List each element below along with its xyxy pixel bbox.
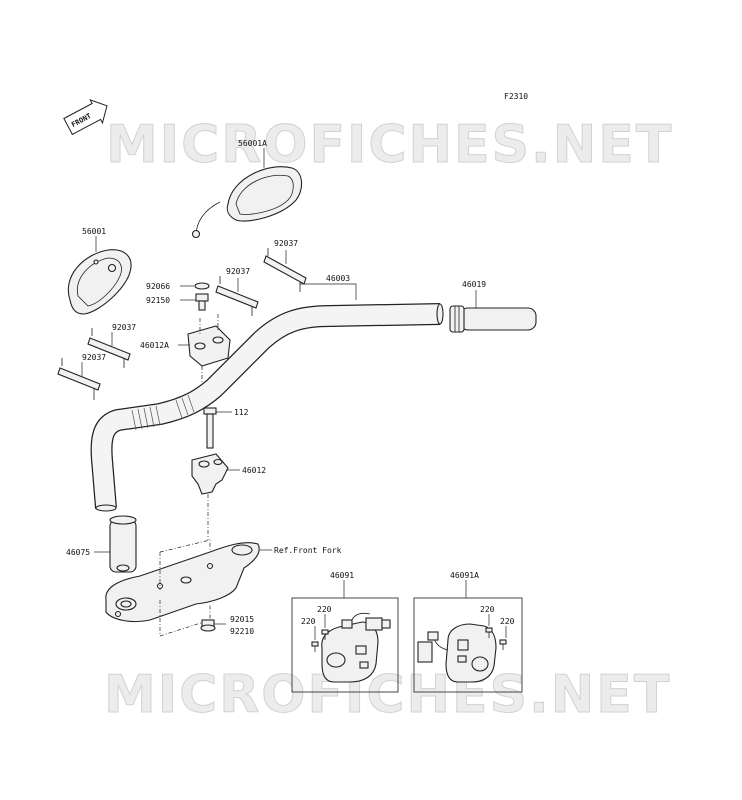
label-46091A: 46091A bbox=[450, 571, 479, 580]
label-92015: 92015 bbox=[230, 615, 254, 624]
label-46012: 46012 bbox=[242, 466, 266, 475]
label-220-l2: 220 bbox=[500, 617, 515, 626]
fork-bracket bbox=[105, 542, 260, 623]
bolt-92150 bbox=[195, 293, 209, 311]
holder-92037-left-lower bbox=[57, 358, 101, 400]
holder-92037-top-right bbox=[263, 248, 307, 292]
label-92150: 92150 bbox=[146, 296, 170, 305]
holder-92037-left-upper bbox=[87, 328, 131, 368]
fork-reference-label: Ref.Front Fork bbox=[274, 546, 342, 555]
figure-code: F2310 bbox=[504, 92, 528, 101]
watermark-top: MICROFICHES.NET bbox=[106, 115, 673, 175]
bolt-112 bbox=[203, 407, 217, 449]
label-112: 112 bbox=[234, 408, 249, 417]
holder-92037-mid bbox=[215, 276, 259, 316]
label-46003: 46003 bbox=[326, 274, 350, 283]
mirror-right bbox=[191, 166, 303, 239]
grip-right-46019 bbox=[449, 305, 537, 333]
label-92037-c: 92037 bbox=[112, 323, 136, 332]
holder-lower-46012 bbox=[191, 453, 229, 495]
washer-92066 bbox=[194, 282, 210, 290]
label-46075: 46075 bbox=[66, 548, 90, 557]
screw-220-r2 bbox=[311, 641, 319, 652]
mirror-left bbox=[67, 249, 132, 315]
label-56001A: 56001A bbox=[238, 139, 267, 148]
label-56001: 56001 bbox=[82, 227, 106, 236]
label-92210: 92210 bbox=[230, 627, 254, 636]
label-46012A: 46012A bbox=[140, 341, 169, 350]
switch-46091A bbox=[417, 623, 497, 683]
switch-46091 bbox=[321, 612, 391, 683]
screw-220-r1 bbox=[321, 629, 329, 640]
screw-220-l2 bbox=[499, 639, 507, 650]
handlebar-46003 bbox=[90, 303, 444, 512]
label-220-r1: 220 bbox=[317, 605, 332, 614]
label-92037-a: 92037 bbox=[274, 239, 298, 248]
label-220-l1: 220 bbox=[480, 605, 495, 614]
label-92037-b: 92037 bbox=[226, 267, 250, 276]
label-92037-d: 92037 bbox=[82, 353, 106, 362]
switch-46091A-box bbox=[413, 597, 523, 693]
watermark-bottom: MICROFICHES.NET bbox=[104, 665, 671, 725]
nut-92015 bbox=[200, 619, 216, 632]
screw-220-l1 bbox=[485, 627, 493, 638]
grip-left-46075 bbox=[109, 515, 137, 573]
label-46091: 46091 bbox=[330, 571, 354, 580]
front-arrow-icon: FRONT bbox=[63, 99, 108, 136]
label-92066: 92066 bbox=[146, 282, 170, 291]
holder-upper-46012A bbox=[187, 325, 231, 367]
label-220-r2: 220 bbox=[301, 617, 316, 626]
switch-46091-box bbox=[291, 597, 399, 693]
label-46019: 46019 bbox=[462, 280, 486, 289]
